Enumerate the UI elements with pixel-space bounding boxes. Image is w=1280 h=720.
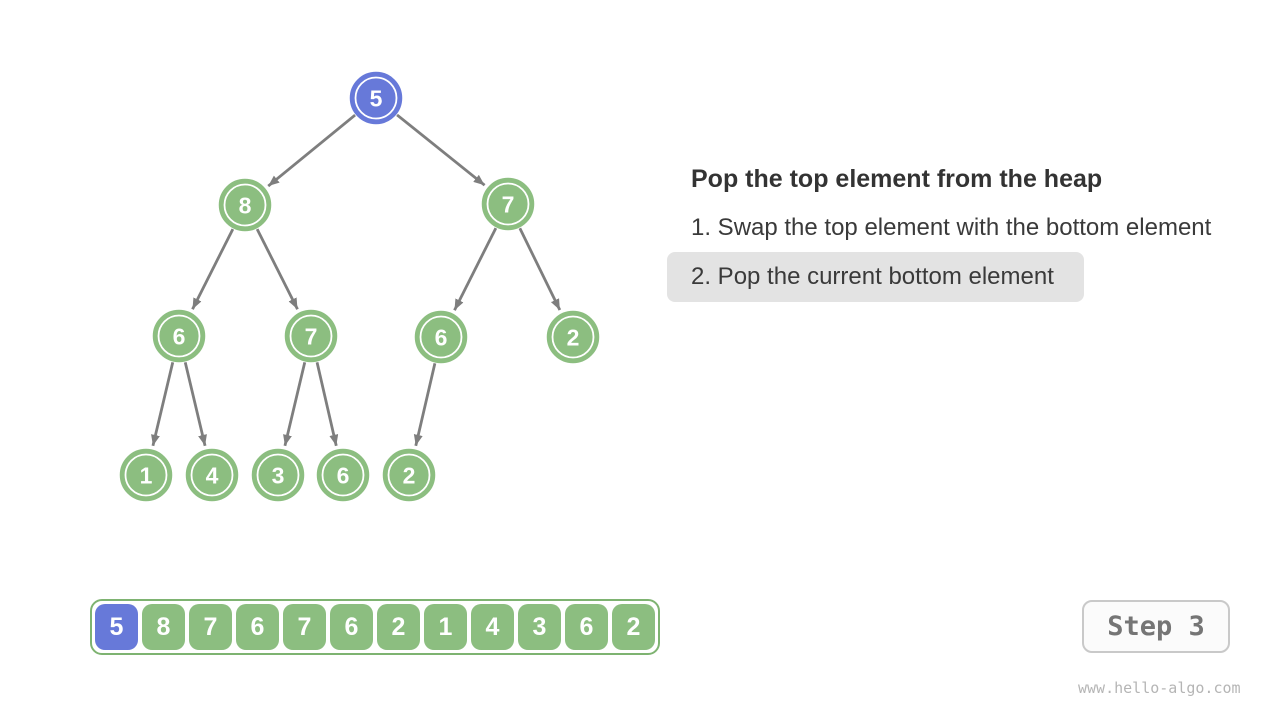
- tree-node-value: 4: [206, 462, 219, 488]
- array-cell: 7: [189, 604, 232, 650]
- tree-edge: [151, 361, 175, 447]
- tree-node-value: 3: [272, 462, 285, 488]
- tree-node-6: 6: [152, 309, 206, 363]
- tree-node-2: 2: [382, 448, 436, 502]
- tree-node-6: 6: [414, 310, 468, 364]
- tree-node-value: 1: [140, 462, 153, 488]
- tree-node-7: 7: [284, 309, 338, 363]
- tree-node-value: 6: [435, 324, 448, 350]
- instruction-step-list: 1. Swap the top element with the bottom …: [667, 214, 1267, 302]
- array-cell: 6: [565, 604, 608, 650]
- tree-edge: [283, 361, 307, 447]
- array-cell: 4: [471, 604, 514, 650]
- tree-node-value: 2: [567, 324, 580, 350]
- array-cell: 7: [283, 604, 326, 650]
- tree-edge: [191, 228, 235, 310]
- tree-node-7: 7: [481, 177, 535, 231]
- array-cell: 1: [424, 604, 467, 650]
- tree-node-value: 6: [173, 323, 186, 349]
- tree-node-6: 6: [316, 448, 370, 502]
- tree-node-value: 2: [403, 462, 416, 488]
- array-cell: 5: [95, 604, 138, 650]
- heap-tree-diagram: 5 8 7 6 7 6 2 1 4 3 6 2: [119, 71, 600, 502]
- watermark: www.hello-algo.com: [1078, 679, 1241, 697]
- step-badge: Step 3: [1082, 600, 1230, 653]
- tree-edge: [315, 361, 339, 447]
- tree-node-3: 3: [251, 448, 305, 502]
- tree-node-8: 8: [218, 178, 272, 232]
- tree-edge: [183, 361, 207, 447]
- tree-edge: [267, 113, 356, 188]
- tree-node-value: 5: [370, 85, 383, 111]
- array-cell: 2: [377, 604, 420, 650]
- tree-node-value: 7: [502, 191, 515, 217]
- tree-node-value: 7: [305, 323, 318, 349]
- array-cell: 2: [612, 604, 655, 650]
- array-cell: 8: [142, 604, 185, 650]
- tree-edge: [413, 362, 437, 447]
- tree-node-1: 1: [119, 448, 173, 502]
- tree-node-4: 4: [185, 448, 239, 502]
- array-cell: 6: [330, 604, 373, 650]
- instruction-step: 2. Pop the current bottom element: [667, 252, 1084, 302]
- tree-node-value: 8: [239, 192, 252, 218]
- tree-edge: [255, 228, 299, 310]
- tree-edge: [396, 113, 486, 187]
- instruction-panel: Pop the top element from the heap 1. Swa…: [667, 164, 1267, 302]
- array-cell: 6: [236, 604, 279, 650]
- array-cell: 3: [518, 604, 561, 650]
- tree-edge: [518, 227, 562, 311]
- tree-edge: [453, 227, 498, 311]
- tree-node-value: 6: [337, 462, 350, 488]
- tree-node-2: 2: [546, 310, 600, 364]
- instruction-step: 1. Swap the top element with the bottom …: [691, 214, 1212, 241]
- instruction-title: Pop the top element from the heap: [691, 165, 1103, 193]
- tree-node-5: 5: [349, 71, 403, 125]
